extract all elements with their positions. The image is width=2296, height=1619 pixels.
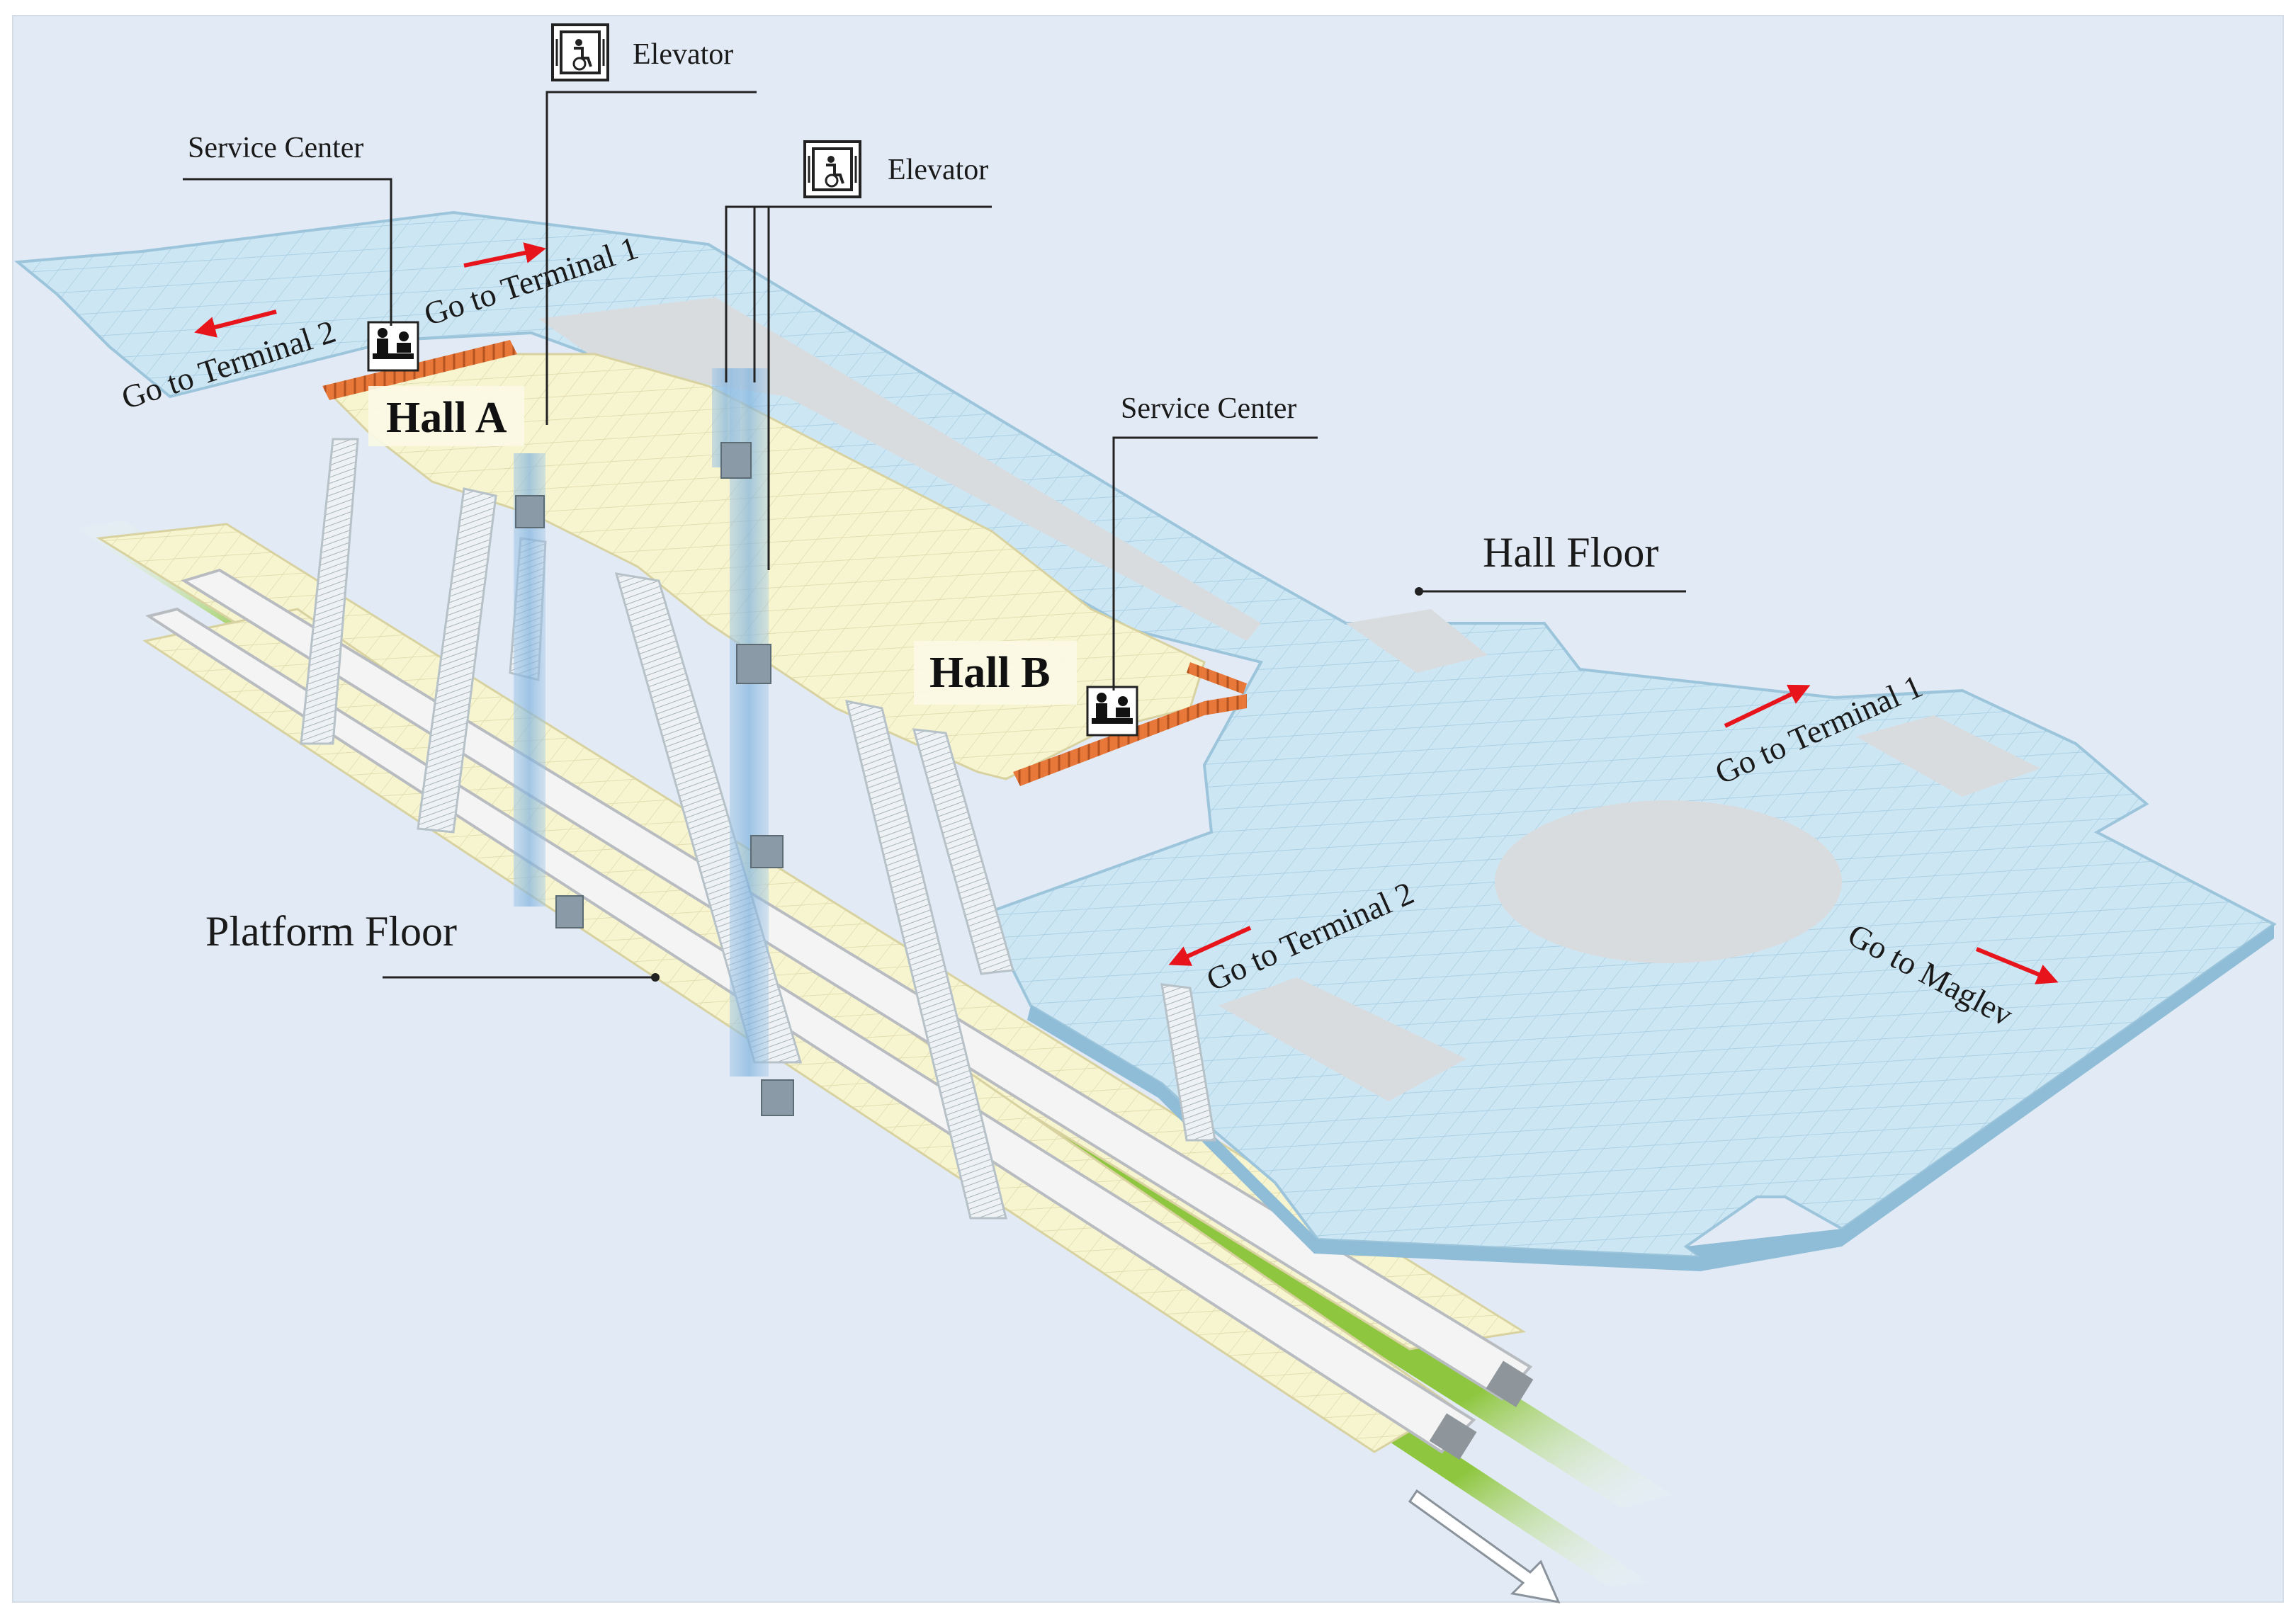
hall-b-label: Hall B: [929, 649, 1051, 697]
train-nose-upper: [1486, 1360, 1534, 1407]
leader-service-center-a: [183, 178, 392, 326]
escalator-6: [912, 728, 1014, 975]
hall-a-label: Hall A: [386, 394, 507, 442]
callout-elevator-top: Elevator: [633, 38, 733, 71]
fare-barrier-hall-b: [1013, 694, 1247, 786]
gray-zone-central-circle: [1495, 800, 1842, 963]
hall-b-label-bg: [914, 641, 1077, 705]
train-nose-lower: [1429, 1413, 1477, 1460]
elevator-car-2: [555, 895, 584, 928]
leader-hall-floor-dot: [1415, 587, 1423, 596]
elevator-car-3: [736, 644, 771, 684]
service-center-icon-a: [367, 321, 419, 372]
callouts: Elevator Elevator Service Center Service…: [183, 38, 1686, 982]
arrow-right-terminal1-icon: [1724, 684, 1811, 728]
callout-hall-floor: Hall Floor: [1483, 529, 1658, 576]
callout-elevator-mid: Elevator: [888, 154, 988, 186]
escalator-1: [300, 438, 359, 745]
elevator-car-5: [761, 1079, 794, 1116]
elevator-shaft-1: [514, 453, 545, 907]
platform-floor: [74, 521, 1672, 1586]
train-lower: [145, 607, 1476, 1454]
elevator-car-4: [750, 835, 784, 868]
callout-service-center-b: Service Center: [1121, 392, 1296, 425]
elevator-shaft-2: [730, 368, 769, 1077]
arrow-top-terminal1-icon: [463, 242, 546, 268]
escalator-2: [417, 487, 497, 834]
arrow-top-terminal2-icon: [194, 309, 277, 338]
leader-platform-floor-dot: [651, 973, 660, 982]
elevator-icon-mid: [803, 140, 861, 198]
callout-service-center-a: Service Center: [188, 132, 363, 164]
hall-a-label-bg: [368, 386, 524, 446]
fare-barrier-hall-b-side: [1187, 662, 1247, 694]
gray-zone-terminal2-pad: [1218, 977, 1466, 1101]
elevator-shafts: [514, 368, 794, 1116]
leader-service-center-b: [1112, 436, 1318, 691]
fare-barrier-hall-a: [322, 340, 517, 400]
hall-labels: Hall A Hall B: [368, 386, 1077, 705]
elevator-icon-top: [551, 23, 609, 81]
gray-zone-right-top: [1346, 609, 1488, 673]
arrow-right-terminal2-icon: [1168, 926, 1252, 966]
gray-zone-terminal1-pad: [1856, 715, 2040, 797]
elevator-car-6: [720, 442, 752, 479]
arrow-maglev-icon: [1975, 947, 2059, 984]
leader-elevator-mid: [725, 205, 992, 382]
service-center-icon-b: [1086, 686, 1138, 737]
leader-elevator-top: [545, 91, 757, 425]
escalator-5: [844, 700, 1007, 1220]
escalator-7: [1160, 983, 1216, 1142]
train-direction-arrow-icon: [1408, 1489, 1561, 1603]
elevator-car-1: [515, 495, 545, 528]
callout-platform-floor: Platform Floor: [205, 908, 457, 955]
